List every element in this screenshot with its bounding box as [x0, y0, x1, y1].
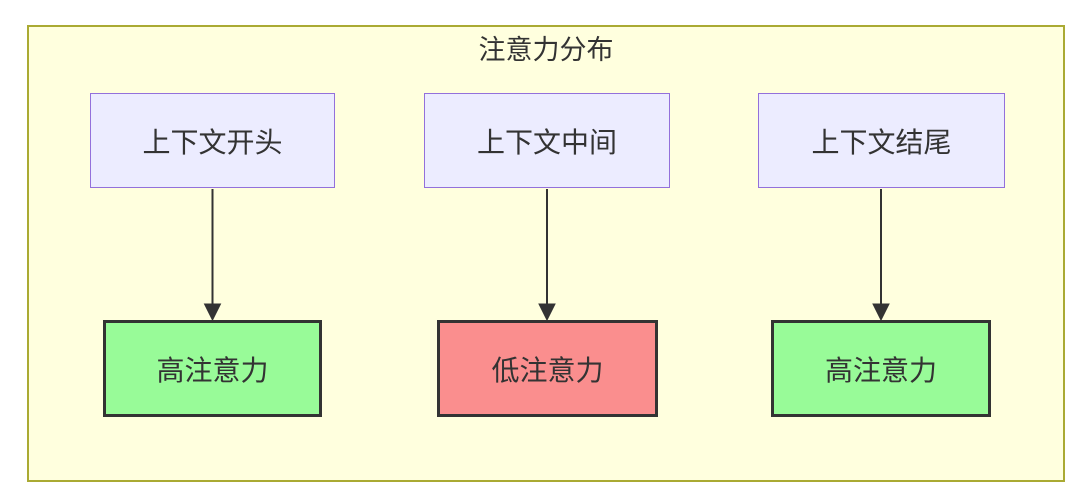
- node-high-attention-right-label: 高注意力: [824, 354, 937, 386]
- node-context-end-label: 上下文结尾: [811, 126, 952, 158]
- node-context-end: 上下文结尾: [758, 93, 1005, 188]
- node-high-attention-left: 高注意力: [103, 320, 322, 417]
- node-context-middle-label: 上下文中间: [476, 126, 617, 158]
- node-high-attention-right: 高注意力: [771, 320, 991, 417]
- node-context-start: 上下文开头: [90, 93, 335, 188]
- node-low-attention: 低注意力: [437, 320, 658, 417]
- diagram-title: 注意力分布: [478, 35, 614, 65]
- node-low-attention-label: 低注意力: [491, 354, 604, 386]
- node-context-middle: 上下文中间: [424, 93, 670, 188]
- node-context-start-label: 上下文开头: [142, 126, 283, 158]
- node-high-attention-left-label: 高注意力: [156, 354, 269, 386]
